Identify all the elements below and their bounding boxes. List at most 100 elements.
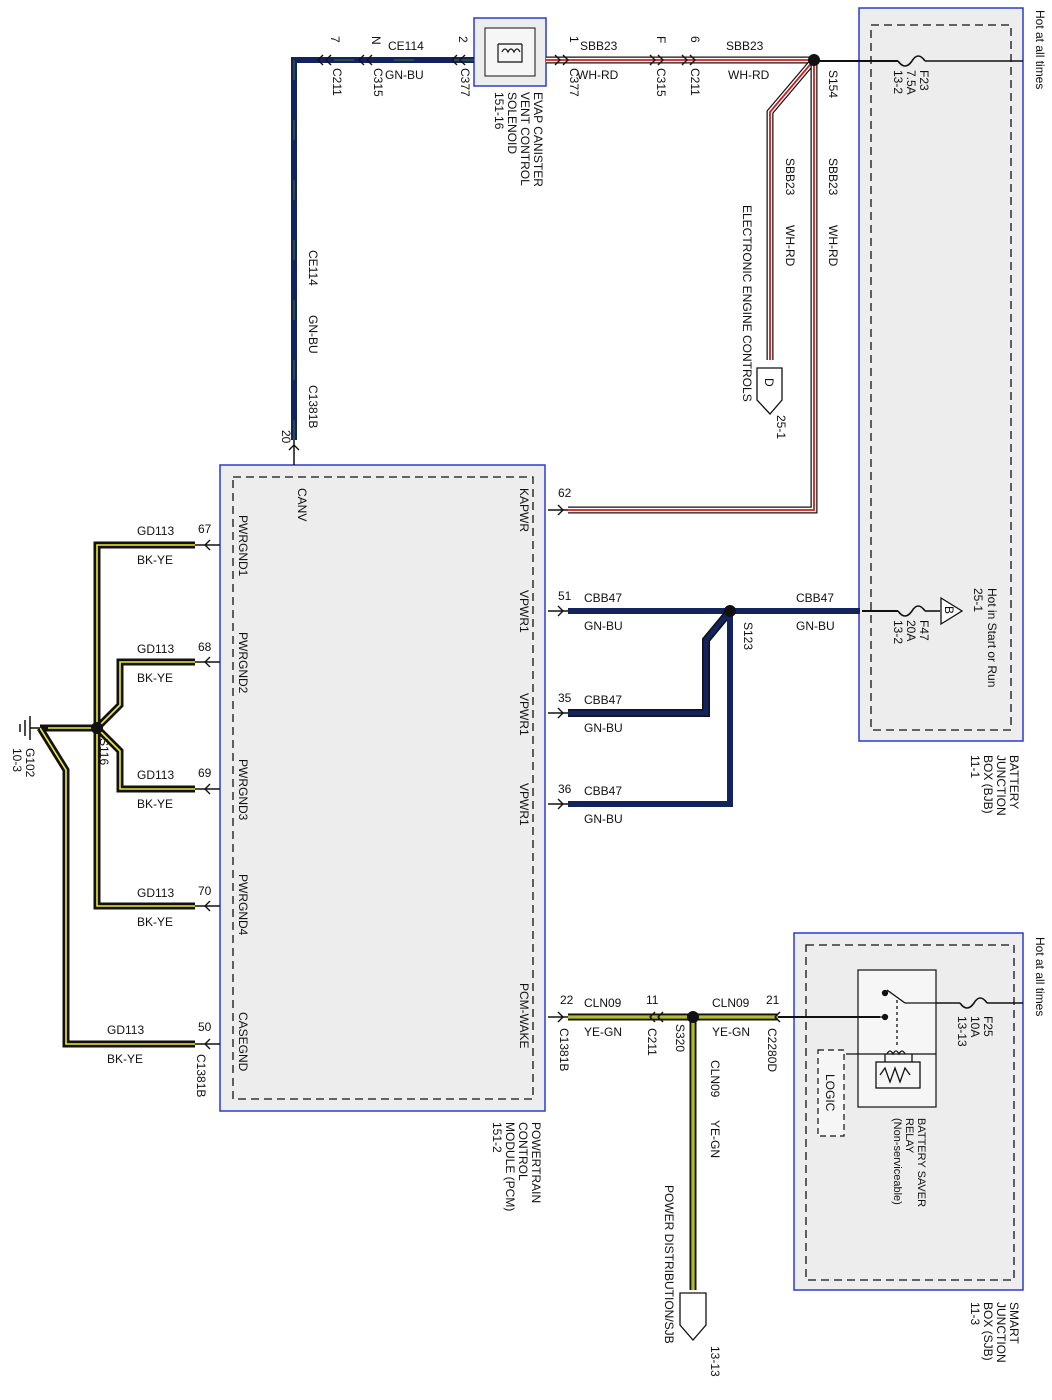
wake-pin-c2280: 21 (766, 993, 780, 1007)
evap-name: EVAP CANISTER VENT CONTROL SOLENOID 151-… (492, 92, 545, 187)
canv-color: GN-BU (306, 315, 320, 354)
evap-name-line3: SOLENOID (505, 92, 519, 154)
ref-d-page: 25-1 (774, 415, 788, 439)
sjb-name-line1: SMART (1007, 1302, 1021, 1344)
casegnd: 50 GD113 BK-YE CASEGND C1381B (107, 1012, 250, 1097)
c315-f-conn: C315 (654, 68, 668, 97)
wake-circuit-v: CLN09 (708, 1060, 722, 1098)
pwrgnd3-pin: 69 (198, 766, 212, 780)
splice-s320 (687, 1011, 699, 1023)
bjb-name-line2: JUNCTION (994, 755, 1008, 816)
splice-s123 (724, 605, 736, 617)
pwrgnd1-pin: 67 (198, 522, 212, 536)
bjb-name-line1: BATTERY (1007, 755, 1021, 809)
sbb23-b-color: WH-RD (728, 68, 770, 82)
ref-d-flag-icon (756, 367, 783, 415)
cbb47-bus-color: GN-BU (796, 619, 835, 633)
wire-cbb47-35-inner (568, 609, 732, 716)
wire-cbb47-36 (568, 611, 733, 807)
vpwr-36-signal: VPWR1 (517, 783, 531, 826)
top-connector-labels: 7 C211 N C315 2 C377 1 C377 F C315 6 C21… (328, 36, 702, 97)
wake-circuit-b: CLN09 (712, 996, 750, 1010)
fuse-f25-rating: 10A (968, 1016, 982, 1037)
pwrgnd1-circuit: GD113 (137, 524, 174, 538)
pwrgnd4-circuit: GD113 (137, 886, 174, 900)
pcm-name-line3: MODULE (PCM) (503, 1122, 517, 1211)
canv-connector: C1381B (306, 385, 320, 428)
pwrgnd3-color: BK-YE (137, 797, 173, 811)
fuse-f23-rating: 7.5A (904, 70, 918, 95)
splice-s320-label: S320 (673, 1024, 687, 1052)
wake-conn-c2280: C2280D (765, 1028, 779, 1072)
power-dist-page: 13-13 (708, 1346, 722, 1377)
c377-1-pin: 1 (567, 36, 581, 43)
pcm-name-line2: CONTROL (516, 1122, 530, 1181)
ref-b-page: 25-1 (971, 588, 985, 612)
wake-circuit-a: CLN09 (584, 996, 622, 1010)
c211-7-pin: 7 (328, 36, 342, 43)
fuse-f23-labels: F23 7.5A 13-2 (891, 70, 931, 95)
casegnd-circuit: GD113 (107, 1023, 144, 1037)
pwrgnd4: 70 GD113 BK-YE PWRGND4 (137, 874, 250, 936)
sbb23-pcm-color: WH-RD (826, 225, 840, 267)
pwrgnd2-signal: PWRGND2 (236, 632, 250, 694)
canv-circuit: CE114 (306, 250, 320, 286)
pcm-name-line4: 151-2 (490, 1122, 504, 1153)
fuse-f23-icon (897, 55, 926, 67)
vpwr-35: 35 CBB47 GN-BU VPWR1 (517, 691, 623, 736)
pwrgnd3-circuit: GD113 (137, 768, 174, 782)
relay-coil-icon (884, 1050, 913, 1062)
sjb-name-line4: 11-3 (968, 1302, 982, 1325)
relay-name-line1: BATTERY SAVER (915, 1118, 927, 1207)
ref-b-triangle-icon (940, 596, 964, 626)
sbb23-b-circuit: SBB23 (726, 39, 764, 53)
solenoid-coil-icon (497, 43, 523, 63)
logic-box (817, 1049, 845, 1137)
c211-7-conn: C211 (330, 68, 344, 96)
hot-at-all-times-sjb: Hot at all times (1033, 937, 1047, 1016)
bjb-name-line3: BOX (BJB) (981, 755, 995, 814)
bjb-name: BATTERY JUNCTION BOX (BJB) 11-1 (968, 755, 1021, 816)
wake-color-v: YE-GN (708, 1120, 722, 1158)
casegnd-color: BK-YE (107, 1052, 143, 1066)
canv-signal: CANV (295, 488, 309, 521)
relay-name-line2: RELAY (903, 1118, 915, 1154)
c377-2-conn: C377 (458, 68, 472, 97)
ce114-circuit-top: CE114 (388, 39, 424, 53)
casegnd-pin: 50 (198, 1020, 212, 1034)
relay-internals (846, 989, 936, 1089)
pwrgnd2: 68 GD113 BK-YE PWRGND2 (137, 632, 250, 694)
ground-page: 10-3 (10, 748, 24, 772)
wake-color-a: YE-GN (584, 1025, 622, 1039)
pwrgnd1-signal: PWRGND1 (236, 515, 250, 577)
c377-1-conn: C377 (567, 68, 581, 97)
ground-stubs (195, 544, 220, 1045)
relay-name: BATTERY SAVER RELAY (Non-serviceable) LO… (823, 1074, 927, 1207)
fuse-f25-ref: 13-13 (955, 1016, 969, 1047)
c377-2-pin: 2 (456, 36, 470, 43)
eec-label: ELECTRONIC ENGINE CONTROLS (740, 205, 754, 402)
power-dist-label: POWER DISTRIBUTION/SJB (662, 1185, 676, 1344)
pcm-box (219, 464, 546, 1112)
wake-color-b: YE-GN (712, 1025, 750, 1039)
bjb-inner-dashed (870, 24, 1012, 731)
vpwr-36-circuit: CBB47 (584, 784, 622, 798)
c211-6-pin: 6 (688, 36, 702, 43)
ref-pd-flag-icon (679, 1292, 707, 1341)
vpwr-51-circuit: CBB47 (584, 591, 622, 605)
fuse-f23-name: F23 (917, 70, 931, 91)
vpwr-51: 51 CBB47 GN-BU VPWR1 (517, 589, 623, 633)
evap-name-line1: EVAP CANISTER (531, 92, 545, 187)
fuse-f25-icon (959, 997, 988, 1009)
fuse-f47-ref: 13-2 (891, 620, 905, 644)
evap-inner (484, 27, 536, 77)
c315-f-pin: F (654, 36, 668, 43)
pwrgnd4-signal: PWRGND4 (236, 874, 250, 936)
vpwr-51-color: GN-BU (584, 619, 623, 633)
relay-name-line3: (Non-serviceable) (891, 1118, 903, 1205)
splice-s123-label: S123 (741, 622, 755, 650)
casegnd-signal: CASEGND (236, 1012, 250, 1072)
vpwr-51-pin: 51 (558, 589, 572, 603)
wake-wires (568, 1013, 778, 1290)
